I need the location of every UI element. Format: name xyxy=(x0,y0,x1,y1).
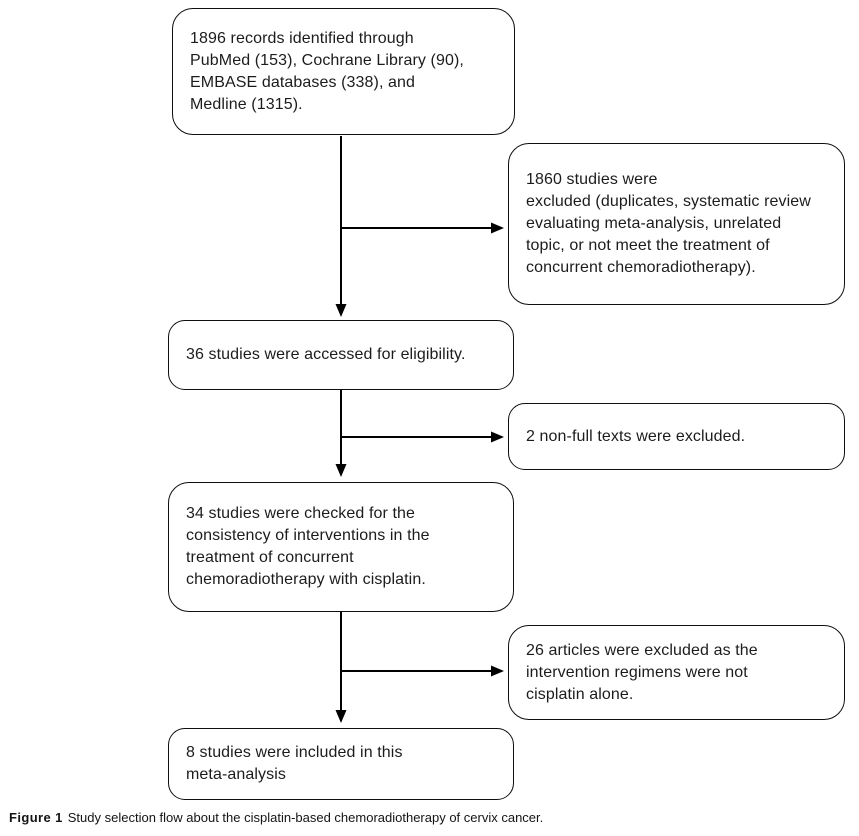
box-eligibility-assessed: 36 studies were accessed for eligibility… xyxy=(168,320,514,390)
box-included-meta-analysis-text: 8 studies were included in this meta-ana… xyxy=(186,744,403,783)
box-included-meta-analysis: 8 studies were included in this meta-ana… xyxy=(168,728,514,800)
box-eligibility-assessed-text: 36 studies were accessed for eligibility… xyxy=(186,346,466,363)
box-studies-excluded: 1860 studies were excluded (duplicates, … xyxy=(508,143,845,305)
box-records-identified-text: 1896 records identified through PubMed (… xyxy=(190,29,464,113)
box-nonfulltext-excluded-text: 2 non-full texts were excluded. xyxy=(526,427,746,445)
box-consistency-checked: 34 studies were checked for the consiste… xyxy=(168,482,514,612)
box-studies-excluded-text: 1860 studies were excluded (duplicates, … xyxy=(526,171,811,276)
box-articles-excluded-text: 26 articles were excluded as the interve… xyxy=(526,641,758,703)
box-consistency-checked-text: 34 studies were checked for the consiste… xyxy=(186,505,430,588)
figure-caption: Figure 1 Study selection flow about the c… xyxy=(9,810,849,826)
box-nonfulltext-excluded: 2 non-full texts were excluded. xyxy=(508,403,845,470)
box-articles-excluded: 26 articles were excluded as the interve… xyxy=(508,625,845,720)
box-records-identified: 1896 records identified through PubMed (… xyxy=(172,8,515,135)
caption-label: Figure 1 xyxy=(9,810,63,825)
caption-text: Study selection flow about the cisplatin… xyxy=(67,810,544,825)
